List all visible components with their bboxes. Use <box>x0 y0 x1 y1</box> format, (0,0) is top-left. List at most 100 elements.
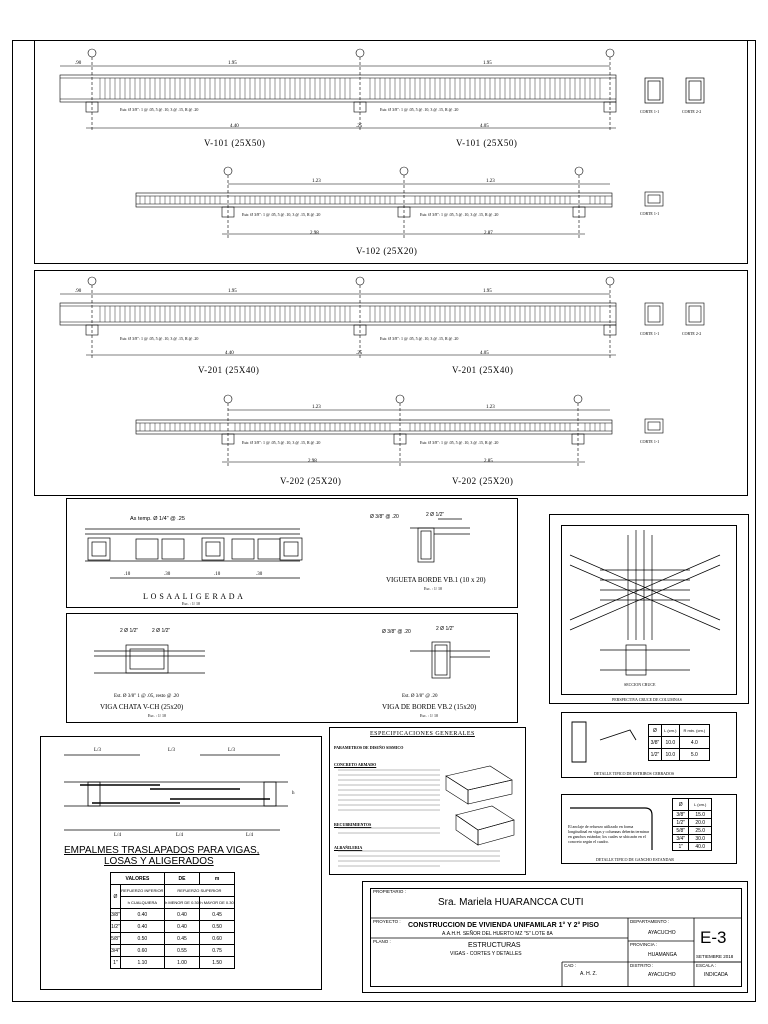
tb-provincia: HUAMANGA <box>648 952 677 958</box>
tb-distrito: AYACUCHO <box>648 972 676 978</box>
v202-title-left: V-202 (25X20) <box>280 476 342 486</box>
estribos-title: DETALLE TIPICO DE ESTRIBOS CERRADOS <box>594 771 675 776</box>
v202-dim-bottom-1: 2.98 <box>308 459 317 464</box>
chata-scale: Esc. : 1/ 10 <box>148 713 166 718</box>
empalmes-dim-bot-1: L/4 <box>114 833 121 838</box>
losa-frame <box>66 498 518 608</box>
vigueta-label-a: Ø 3/8" @ .20 <box>370 514 399 520</box>
borde2-note: Est. Ø 3/8" @ .20 <box>402 694 438 699</box>
empalmes-table: VALORES DE m Ø REFUERZO INFERIOR REFUERZ… <box>110 872 236 969</box>
tb-distrito-label: DISTRITO : <box>630 963 654 968</box>
empalmes-col-2: h MENOR DE 0.30 <box>163 896 201 909</box>
v202-cut: CORTE 1-1 <box>640 439 660 444</box>
cell: 3/8" <box>648 736 662 749</box>
especificaciones-s2: RECUBRIMIENTOS <box>334 822 372 827</box>
especificaciones-s1: CONCRETO ARMADO <box>334 762 377 767</box>
tb-sheet-number: E-3 <box>700 928 727 947</box>
empalmes-frame <box>40 736 322 990</box>
v101-left-dim: .90 <box>75 61 82 66</box>
empalmes-title-2: LOSAS Y ALIGERADOS <box>104 856 214 867</box>
losa-dim-3: .10 <box>214 572 221 577</box>
empalmes-dim-top-3: L/3 <box>228 748 235 753</box>
v102-dim-top-1: 1.23 <box>312 179 321 184</box>
v101-dim-bottom-3: 4.05 <box>480 124 489 129</box>
tb-propietario-label: PROPIETARIO : <box>373 889 406 894</box>
v201-stirrup-note-1: Estr. Ø 3/8": 1 @ .05, 5 @ .10, 3 @ .15,… <box>120 336 199 341</box>
vigueta-title: VIGUETA BORDE VB.1 (10 x 20) <box>386 576 486 584</box>
table-row: 1"40.0 <box>671 842 712 851</box>
v202-stirrup-note-2: Estr. Ø 3/8": 1 @ .05, 5 @ .10, 3 @ .15,… <box>420 440 499 445</box>
v201-title-right: V-201 (25X40) <box>452 365 514 375</box>
tb-provincia-label: PROVINCIA : <box>630 942 658 947</box>
cell: 1/2" <box>648 748 662 761</box>
tb-proyecto-sub: A.A.H.H. SEÑOR DEL HUERTO MZ "S" LOTE 8A <box>442 931 553 937</box>
losa-dim-1: .10 <box>124 572 131 577</box>
v101-stirrup-note-1: Estr. Ø 3/8": 1 @ .05, 5 @ .10, 3 @ .15,… <box>120 107 199 112</box>
tb-escala-label: ESCALA : <box>696 963 717 968</box>
especificaciones-frame <box>329 727 526 875</box>
tb-proyecto-label: PROYECTO : <box>373 919 401 924</box>
vigueta-label-b: 2 Ø 1/2" <box>426 512 445 518</box>
tb-cad-label: CAD : <box>564 963 577 968</box>
v102-dim-bottom-1: 2.98 <box>310 231 319 236</box>
empalmes-dim-bot-2: L/4 <box>176 833 183 838</box>
estribos-frame <box>561 712 737 778</box>
losa-title: L O S A A L I G E R A D A <box>143 592 244 601</box>
cell: 1.00 <box>163 956 201 969</box>
v102-dim-top-2: 1.23 <box>486 179 495 184</box>
v101-cut-b: CORTE 2-2 <box>682 109 702 114</box>
v101-dim-top-2: 1.95 <box>483 61 492 66</box>
empalmes-title-1: EMPALMES TRASLAPADOS PARA VIGAS, <box>64 845 260 856</box>
borde2-title: VIGA DE BORDE VB.2 (15x20) <box>382 703 477 711</box>
v202-dim-bottom-2: 2.85 <box>484 459 493 464</box>
losa-scale: Esc. : 1/ 10 <box>182 601 200 606</box>
tb-departamento-label: DEPARTAMENTO : <box>630 919 670 924</box>
empalmes-side: h <box>292 791 295 796</box>
v101-title-right: V-101 (25X50) <box>456 138 518 148</box>
tb-propietario: Sra. Mariela HUARANCCA CUTI <box>438 897 584 908</box>
beams-frame-1 <box>34 40 748 264</box>
tb-plano: ESTRUCTURAS <box>468 942 521 949</box>
v201-dim-bottom-1: 4.40 <box>225 351 234 356</box>
chata-title: VIGA CHATA V-CH (25x20) <box>100 703 184 711</box>
chata-frame <box>66 613 518 723</box>
v202-dim-top-1: 1.23 <box>312 405 321 410</box>
tb-plano-label: PLANO : <box>373 939 391 944</box>
borde2-label-a: Ø 3/8" @ .20 <box>382 629 411 635</box>
chata-label-b: 2 Ø 1/2" <box>152 628 171 634</box>
tb-proyecto: CONSTRUCCION DE VIVIENDA UNIFAMILAR 1° Y… <box>408 922 599 929</box>
losa-dim-4: .30 <box>256 572 263 577</box>
titleblock-outer <box>362 881 748 993</box>
v201-dim-bottom-3: 4.05 <box>480 351 489 356</box>
chata-label-a: 2 Ø 1/2" <box>120 628 139 634</box>
v102-cut: CORTE 1-1 <box>640 211 660 216</box>
cell: 0.45 <box>199 908 235 921</box>
cell: 1" <box>671 842 690 851</box>
especificaciones-subtitle: PARAMETROS DE DISEÑO SISMICO <box>334 745 404 750</box>
chata-note: Est. Ø 3/8" 1 @ .05, resto @ .20 <box>114 694 179 699</box>
perspectiva-inner <box>561 525 737 695</box>
v101-cut-a: CORTE 1-1 <box>640 109 660 114</box>
tb-departamento: AYACUCHO <box>648 930 676 936</box>
cell: 40.0 <box>688 842 712 851</box>
cell: 0.45 <box>163 932 201 945</box>
gancho-frame <box>561 794 737 864</box>
v201-cut-a: CORTE 1-1 <box>640 331 660 336</box>
cell: 1.50 <box>199 956 235 969</box>
borde2-scale: Esc. : 1/ 10 <box>420 713 438 718</box>
especificaciones-s3: ALBAÑILERIA <box>334 845 363 850</box>
